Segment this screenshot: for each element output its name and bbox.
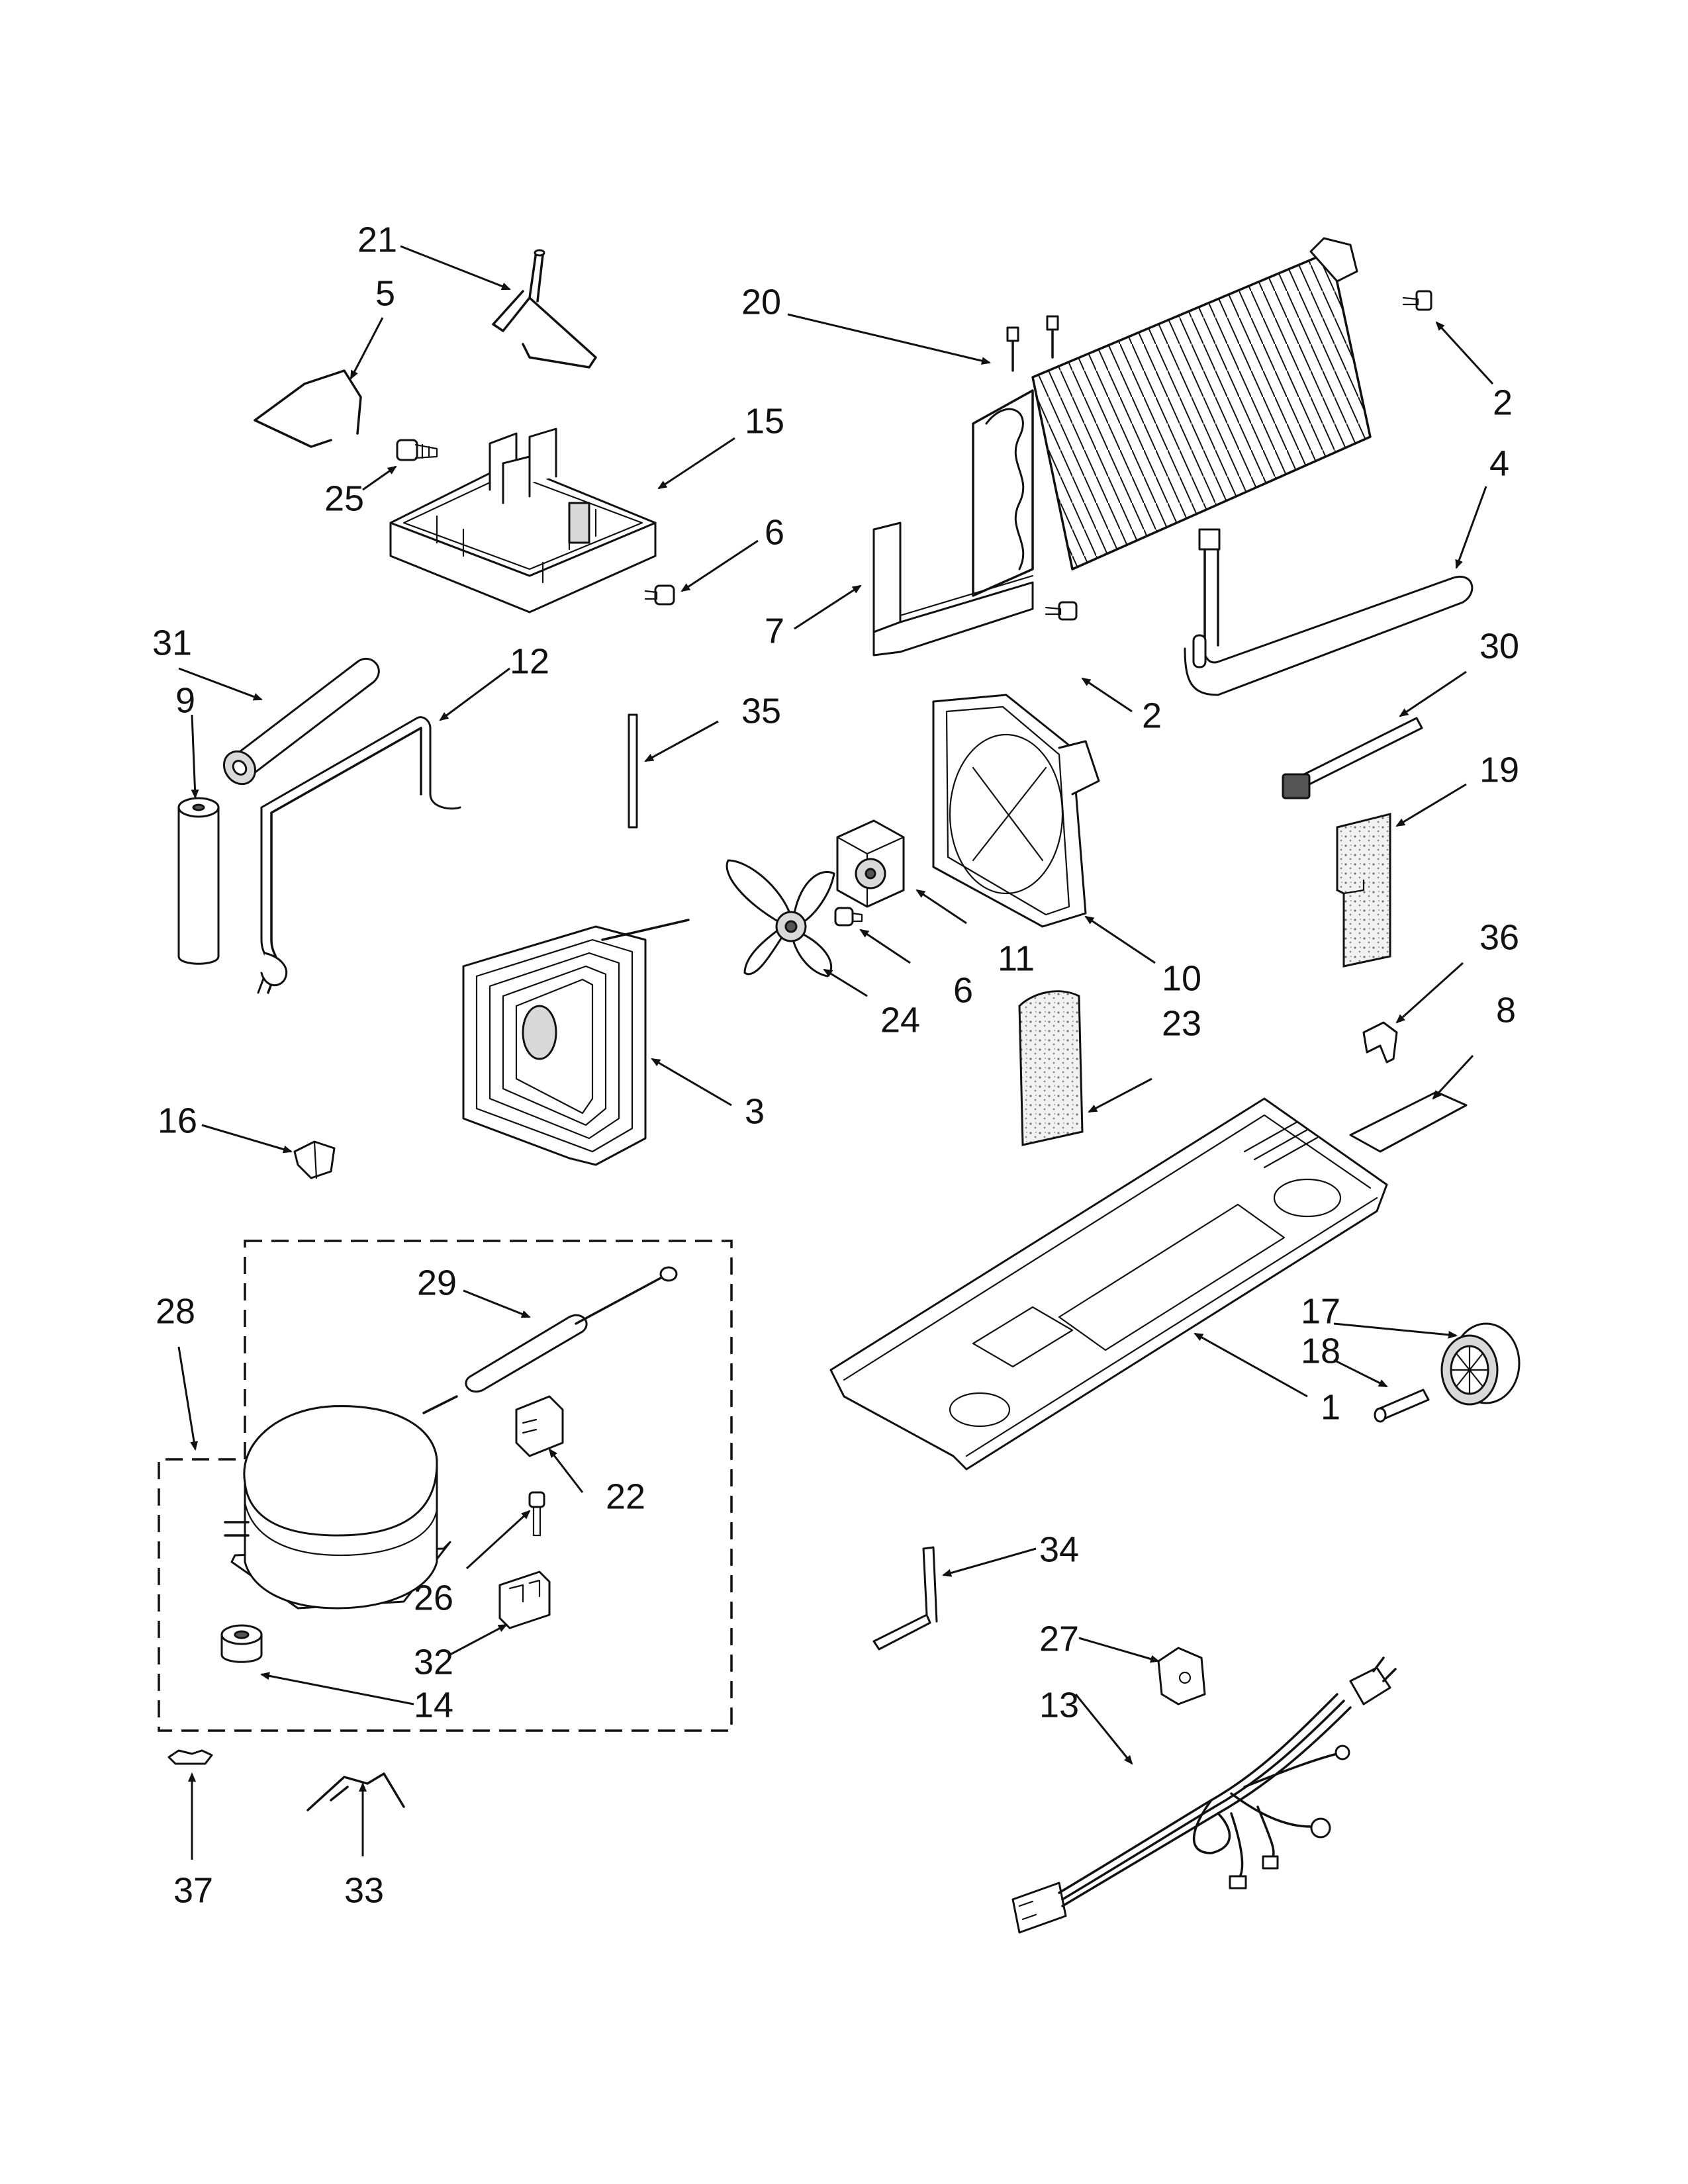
part-9-cylinder — [177, 797, 220, 965]
callout-29: 29 — [417, 1263, 457, 1302]
callout-3: 3 — [745, 1091, 765, 1131]
callout-34: 34 — [1039, 1529, 1079, 1569]
callout-17: 17 — [1301, 1291, 1340, 1331]
part-14-grommet — [220, 1624, 263, 1663]
callout-20: 20 — [741, 282, 781, 322]
callout-6-lower: 6 — [953, 970, 973, 1010]
callout-25: 25 — [324, 478, 364, 518]
part-31-insulation-tube — [222, 657, 380, 786]
part-22-relay — [515, 1395, 564, 1457]
part-7-drain-trough — [872, 522, 1034, 657]
part-21-tubing — [492, 249, 597, 369]
part-6-screw-upper — [644, 584, 675, 606]
callout-14: 14 — [414, 1685, 453, 1725]
callout-28: 28 — [156, 1291, 195, 1331]
callout-22: 22 — [606, 1477, 645, 1516]
part-compressor — [224, 1405, 451, 1610]
part-35-rod — [628, 713, 638, 829]
callout-19: 19 — [1479, 750, 1519, 790]
callout-26: 26 — [414, 1578, 453, 1617]
part-8-pad — [1349, 1091, 1468, 1153]
callout-2-top: 2 — [1493, 383, 1513, 422]
callout-27: 27 — [1039, 1619, 1079, 1659]
callout-9: 9 — [175, 680, 195, 720]
part-13-wire-harness — [1011, 1657, 1397, 1934]
part-16-clip — [293, 1140, 336, 1179]
callout-13: 13 — [1039, 1685, 1079, 1725]
callout-32: 32 — [414, 1642, 453, 1682]
part-3-condenser — [462, 919, 690, 1166]
callout-37: 37 — [173, 1870, 213, 1910]
part-28-compressor-group — [158, 1240, 733, 1732]
part-25-screw — [396, 439, 438, 461]
part-10-fan-shroud — [932, 694, 1100, 928]
part-6-screw-lower — [834, 907, 863, 927]
part-34-tube — [872, 1546, 938, 1651]
part-15-control-housing — [389, 428, 657, 614]
part-2-screw-top — [1402, 290, 1432, 311]
part-37-clip — [167, 1749, 213, 1765]
callout-2-bottom: 2 — [1142, 696, 1162, 735]
callout-12: 12 — [510, 641, 549, 681]
callout-1: 1 — [1321, 1387, 1340, 1427]
callout-36: 36 — [1479, 917, 1519, 957]
part-30-cable-tie — [1282, 717, 1423, 799]
callout-18: 18 — [1301, 1331, 1340, 1371]
callout-16: 16 — [158, 1101, 197, 1140]
callout-23: 23 — [1162, 1003, 1201, 1043]
part-4-defrost-heater — [1184, 528, 1474, 696]
part-36-clip — [1362, 1021, 1398, 1064]
callout-21: 21 — [357, 220, 397, 259]
part-27-clip — [1157, 1647, 1206, 1706]
callout-8: 8 — [1496, 990, 1516, 1030]
callout-31: 31 — [152, 623, 192, 662]
part-23-foam-block — [1018, 990, 1084, 1146]
part-33-wire-clip — [306, 1772, 405, 1811]
callout-4: 4 — [1489, 443, 1509, 483]
callout-35: 35 — [741, 691, 781, 731]
callout-5: 5 — [375, 273, 395, 313]
part-29-drier — [422, 1266, 678, 1414]
part-24-fan-blade — [726, 859, 835, 978]
callout-11: 11 — [998, 938, 1035, 978]
part-19-foam-insulation — [1336, 813, 1391, 968]
part-12-tube — [257, 716, 461, 994]
part-2-screw-bottom — [1045, 601, 1078, 621]
part-26-screw — [528, 1491, 545, 1537]
part-20-evaporator — [972, 237, 1372, 597]
part-18-axle — [1374, 1388, 1430, 1423]
callout-33: 33 — [344, 1870, 384, 1910]
leader-lines — [177, 245, 1494, 1860]
part-32-overload — [498, 1570, 551, 1629]
callout-10: 10 — [1162, 958, 1201, 998]
callout-30: 30 — [1479, 626, 1519, 666]
callout-6-upper: 6 — [765, 512, 784, 552]
callout-24: 24 — [880, 1000, 920, 1040]
callout-15: 15 — [745, 401, 784, 441]
part-1-base-plate — [829, 1097, 1388, 1471]
callout-7: 7 — [765, 611, 784, 651]
part-5-wire-clip — [254, 369, 362, 448]
part-17-wheel — [1440, 1322, 1521, 1406]
part-11-fan-motor — [836, 819, 905, 908]
callout-labels: 21 5 25 15 20 2 4 6 7 2 31 12 9 35 30 19… — [152, 220, 1519, 1910]
